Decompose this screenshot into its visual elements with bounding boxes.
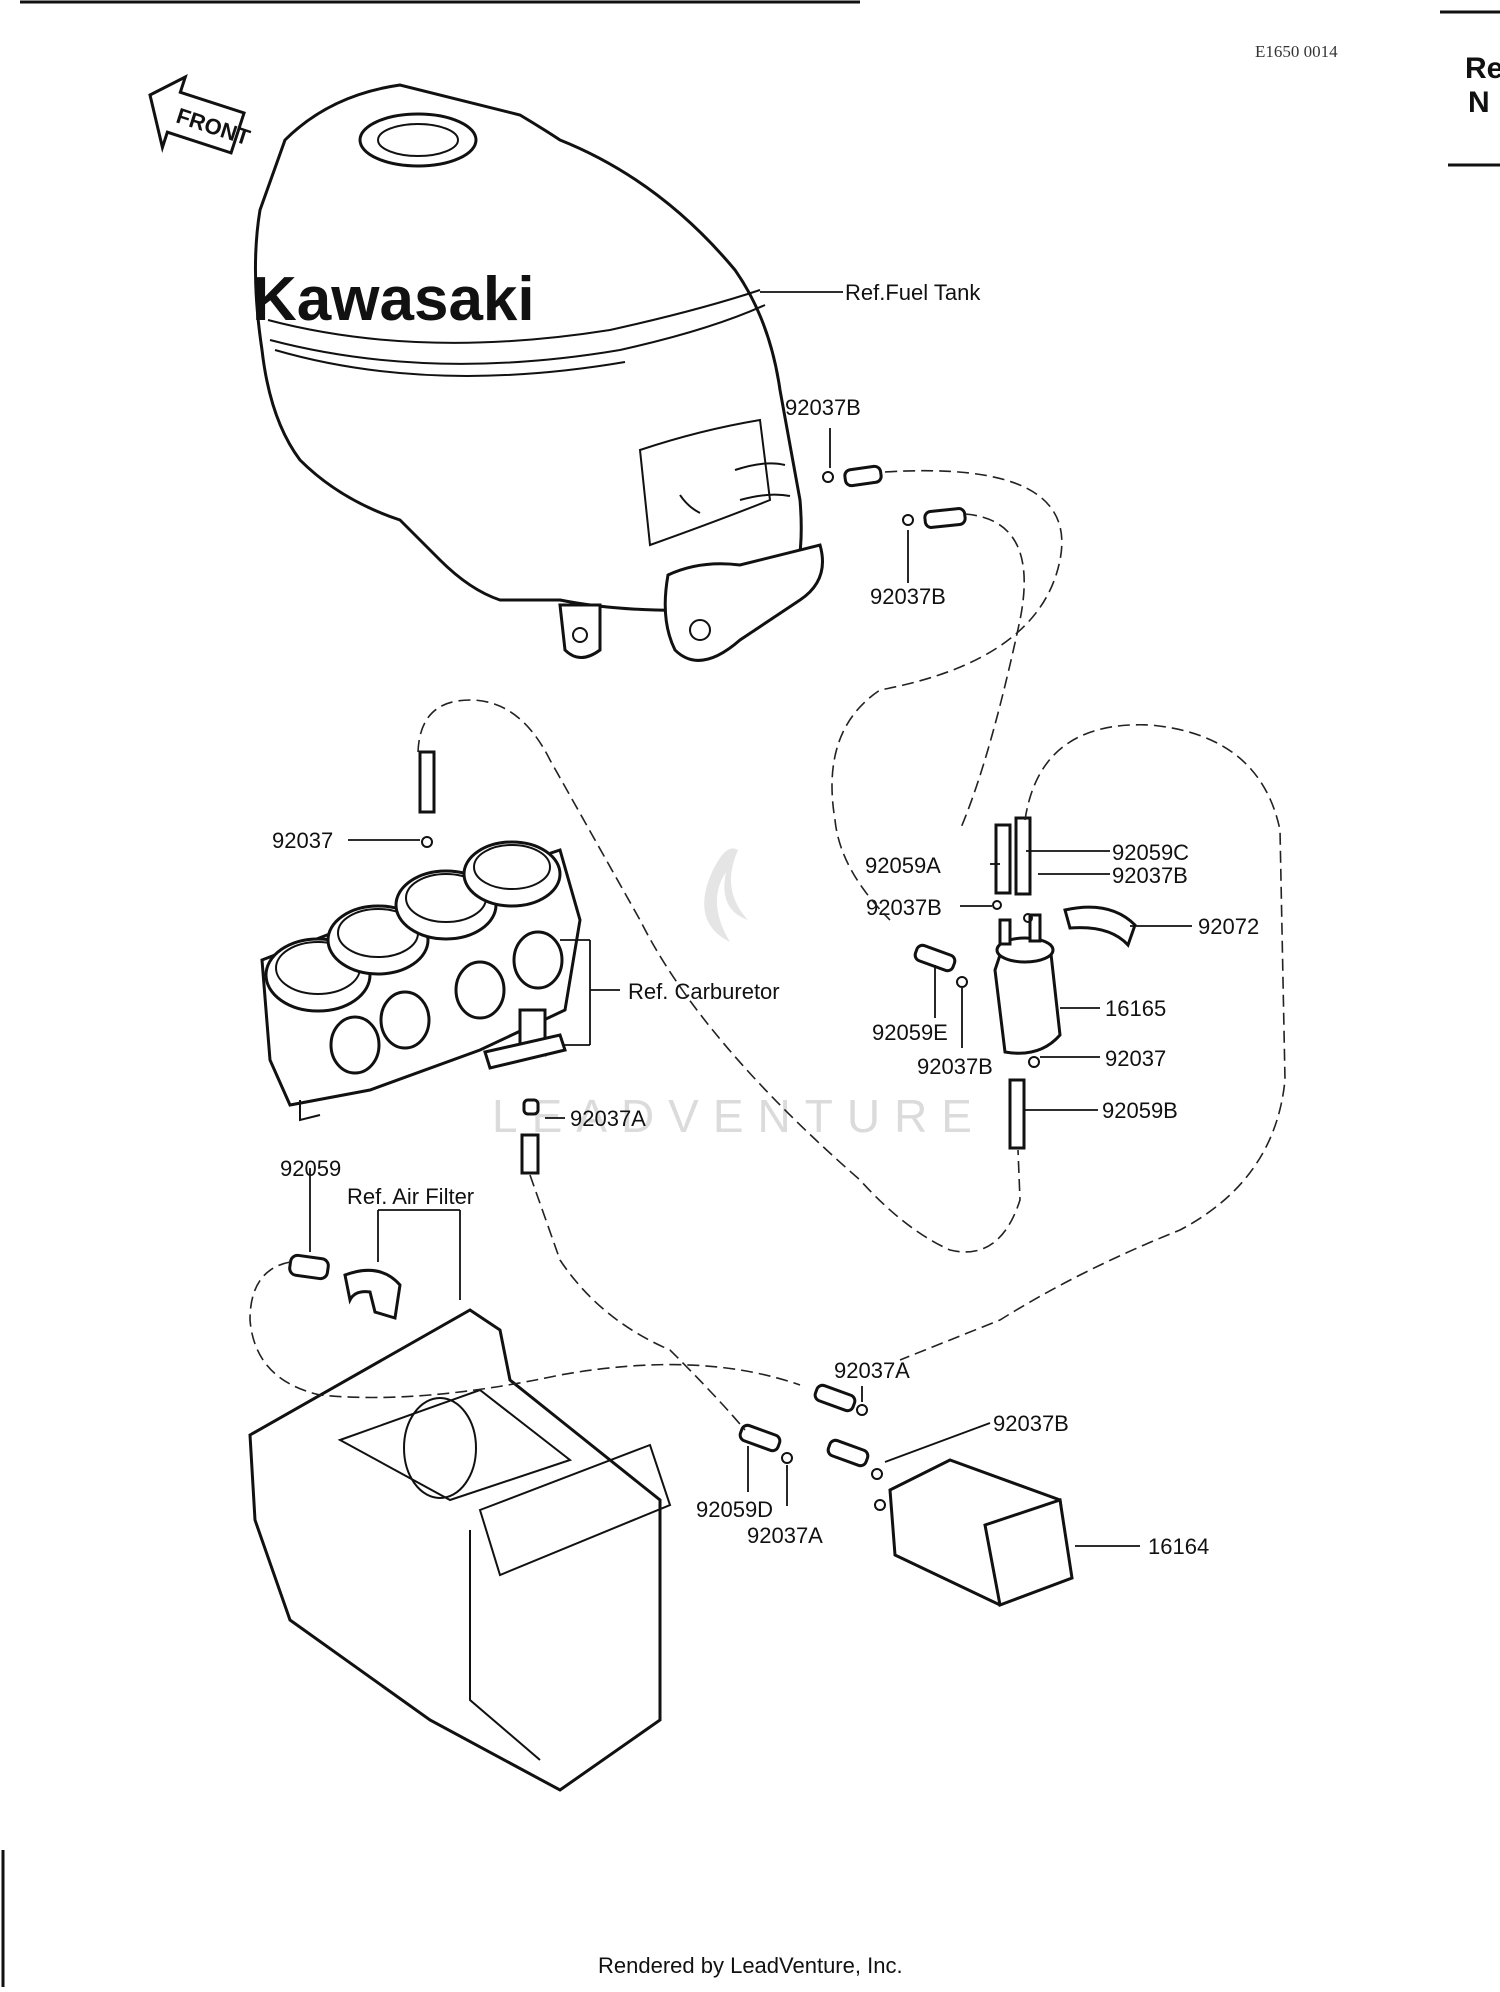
tank-hoses [822,428,967,583]
clamp-icon [856,1404,868,1416]
drawing-code: E1650 0014 [1255,42,1338,61]
label-92037a-2: 92037A [834,1358,910,1383]
tank-brand-logo: Kawasaki [252,265,535,334]
side-note-line-2: N [1468,86,1490,119]
fuel-pump-group [913,816,1192,1150]
fuel-tank: Kawasaki [252,83,843,662]
clamp-icon [871,1468,883,1480]
label-92037b-1: 92037B [785,395,861,420]
clamp-icon [902,514,914,526]
label-92059b: 92059B [1102,1098,1178,1123]
canister-group [738,1383,1140,1608]
clamp-icon [1028,1056,1040,1068]
ref-carburetor-label: Ref. Carburetor [628,979,780,1004]
label-92037: 92037 [272,828,333,853]
label-92072: 92072 [1198,914,1259,939]
clamp-icon [956,976,968,988]
label-92059c: 92059C [1112,840,1189,865]
carburetor-assembly [260,840,620,1122]
label-92037b-3: 92037B [1112,863,1188,888]
label-92037b-6: 92037B [993,1411,1069,1436]
ref-air-filter-label: Ref. Air Filter [347,1184,474,1209]
clamp-icon [822,471,834,483]
label-92059: 92059 [280,1156,341,1181]
label-92037b-2: 92037B [870,584,946,609]
clamp-icon [421,836,433,848]
air-filter-housing [248,1168,672,1792]
clamp-icon [992,900,1002,910]
hose-routing-lines [249,469,1286,1431]
label-16164: 16164 [1148,1534,1209,1559]
label-92037-2: 92037 [1105,1046,1166,1071]
ref-fuel-tank-label: Ref.Fuel Tank [845,280,981,305]
footer-credit: Rendered by LeadVenture, Inc. [598,1953,903,1978]
label-92037a-1: 92037A [570,1106,646,1131]
side-note-line-1: Re [1465,52,1500,85]
label-92059e: 92059E [872,1020,948,1045]
watermark: LEADVENTURE [492,848,986,1142]
label-92037b-5: 92037B [917,1054,993,1079]
label-16165: 16165 [1105,996,1166,1021]
clamp-icon [781,1452,793,1464]
front-arrow: FRONT [148,74,254,155]
watermark-text: LEADVENTURE [492,1090,986,1142]
clamp-icon [874,1499,886,1511]
carb-fittings [348,750,567,1175]
clamp-icon [1023,913,1033,923]
label-92037a-3: 92037A [747,1523,823,1548]
label-92059d: 92059D [696,1497,773,1522]
label-92059a: 92059A [865,853,941,878]
